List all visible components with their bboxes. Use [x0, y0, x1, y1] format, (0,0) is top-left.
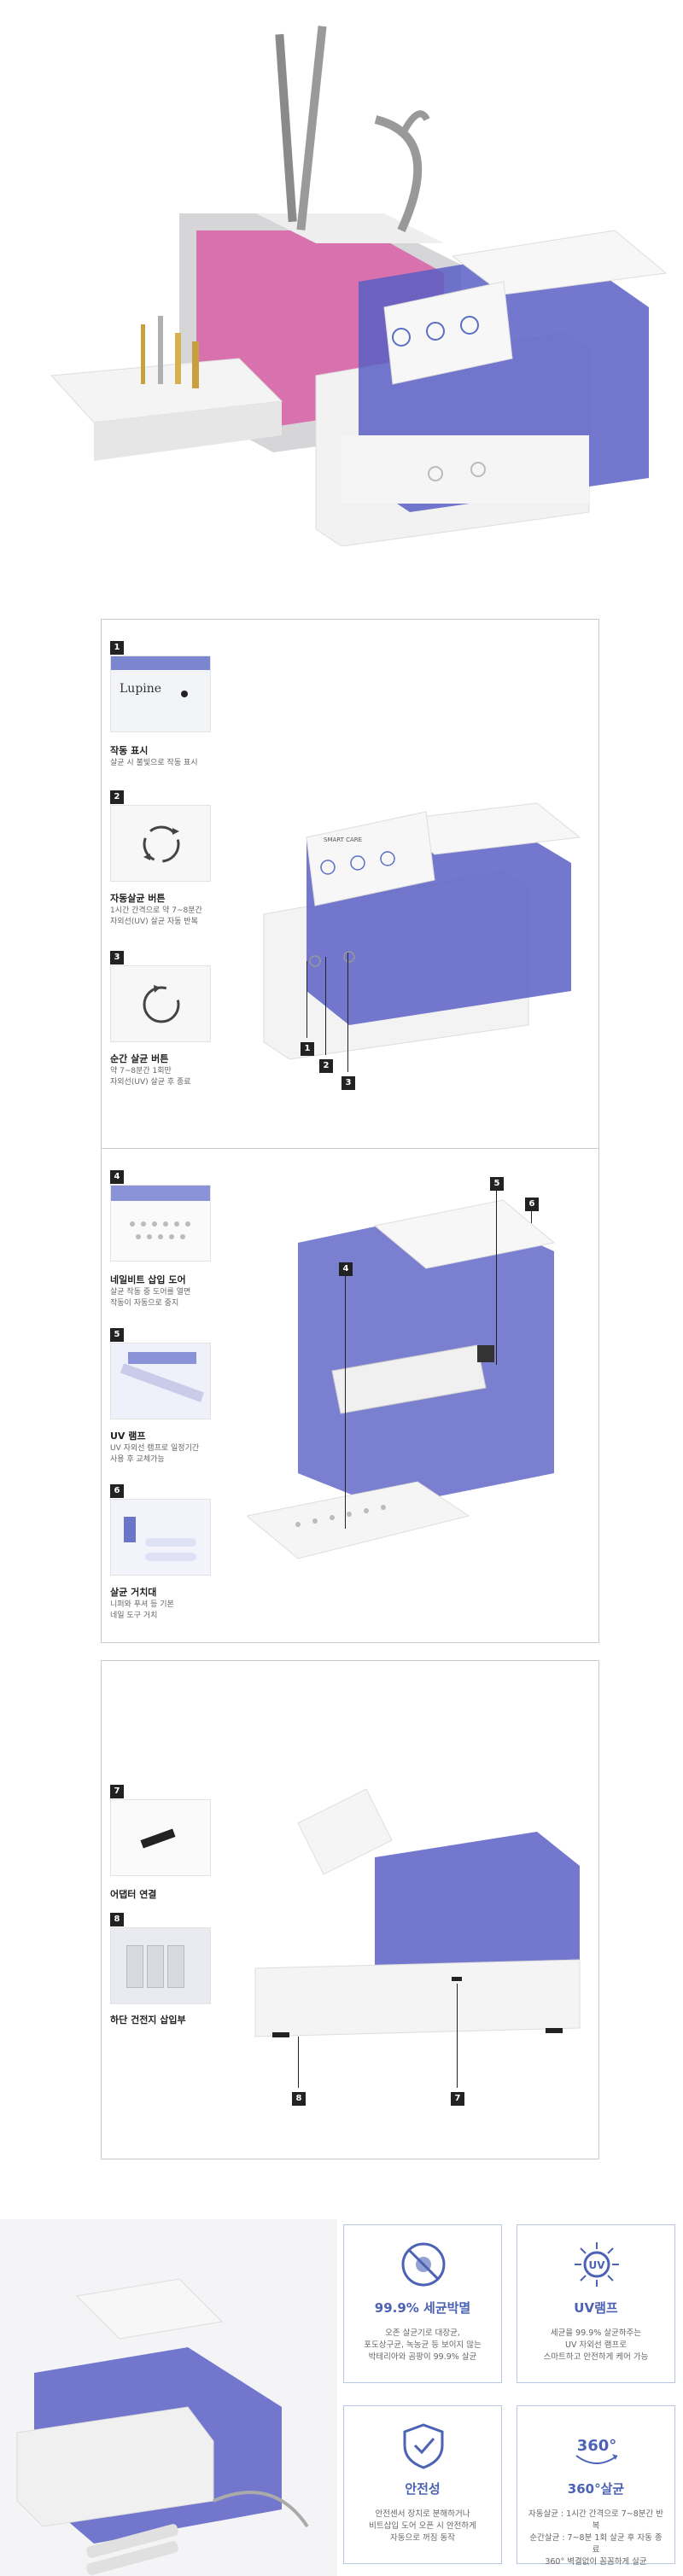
item-desc: 자외선(UV) 살균 자동 반복	[110, 918, 198, 926]
auto-sterilize-icon	[143, 825, 180, 863]
feature-title: 360°살균	[567, 2481, 625, 2497]
item-desc: 작동이 자동으로 중지	[110, 1299, 179, 1308]
feature-title: UV램프	[574, 2300, 618, 2316]
item-number: 3	[110, 951, 124, 965]
item-number: 4	[110, 1170, 124, 1184]
callout-line	[457, 1984, 458, 2088]
indicator-thumbnail: Lupine	[110, 656, 211, 732]
device-front-illustration: SMART CARE	[263, 802, 581, 1060]
uv-lamp-thumbnail	[110, 1343, 211, 1419]
indicator-led-icon	[181, 691, 188, 697]
feature-desc: 세균을 99.9% 살균하주는 UV 자외선 램프로 스마트하고 안전하게 케어…	[543, 2328, 649, 2362]
callout-number: 5	[490, 1177, 504, 1191]
item-number: 5	[110, 1328, 124, 1342]
feature-card-360: 360° 360°살균 자동살균 : 1시간 간격으로 7~8분간 반복 순간살…	[517, 2405, 675, 2567]
tool-holder-thumbnail	[110, 1499, 211, 1576]
item-title: 살균 거치대	[110, 1587, 157, 1598]
device-label: SMART CARE	[324, 836, 362, 843]
callout-number: 8	[292, 2092, 306, 2106]
callout-line	[347, 953, 348, 1072]
device-open-illustration	[247, 1199, 556, 1559]
callout-number: 6	[525, 1198, 539, 1211]
section-controls: 1 Lupine 작동 표시 살균 시 불빛으로 작동 표시 2 자동살균 버튼…	[101, 619, 599, 1169]
item-title: 어댑터 연결	[110, 1889, 157, 1900]
no-bacteria-icon	[401, 2242, 446, 2287]
360-icon: 360°	[575, 2437, 618, 2464]
section-rear: 7 어댑터 연결 8 하단 건전지 삽입부 8 7	[101, 1660, 599, 2159]
auto-button-thumbnail	[110, 805, 211, 882]
item-title: 순간 살균 버튼	[110, 1053, 169, 1064]
feature-title: 99.9% 세균박멸	[374, 2300, 471, 2316]
hero-product-image	[0, 0, 683, 547]
item-title: 작동 표시	[110, 745, 149, 756]
uv-sun-icon: UV	[575, 2242, 619, 2287]
callout-number: 4	[339, 1262, 353, 1276]
feature-card-safety: 안전성 안전센서 장치로 분해하거나 비트삽입 도어 오픈 시 안전하게 자동으…	[343, 2405, 502, 2564]
item-desc: 1시간 간격으로 약 7~8분간	[110, 906, 202, 915]
item-number: 2	[110, 790, 124, 804]
callout-line	[298, 2037, 299, 2088]
item-desc: 니퍼와 푸셔 등 기본	[110, 1600, 174, 1609]
callout-line	[345, 1273, 346, 1529]
item-number: 7	[110, 1785, 124, 1798]
hero-product-illustration	[50, 26, 668, 547]
item-title: UV 램프	[110, 1431, 146, 1442]
item-desc: UV 자외선 램프로 일정기간	[110, 1444, 200, 1453]
callout-number: 7	[451, 2092, 464, 2106]
item-desc: 네일 도구 거치	[110, 1611, 158, 1620]
item-desc: 약 7~8분간 1회만	[110, 1067, 172, 1075]
item-title: 네일비트 삽입 도어	[110, 1274, 186, 1285]
device-side-illustration	[254, 1788, 581, 2037]
feature-title: 안전성	[405, 2481, 441, 2497]
feature-card-uv: UV UV램프 세균을 99.9% 살균하주는 UV 자외선 램프로 스마트하고…	[517, 2224, 675, 2383]
feature-card-bacteria: 99.9% 세균박멸 오존 살균기로 대장균, 포도상구균, 녹농균 등 보이지…	[343, 2224, 502, 2383]
svg-text:UV: UV	[588, 2259, 605, 2271]
product-kit-photo	[0, 2219, 337, 2576]
battery-slot-thumbnail	[110, 1927, 211, 2004]
callout-number: 2	[319, 1059, 333, 1073]
blue-device	[315, 230, 668, 547]
feature-desc: 자동살균 : 1시간 간격으로 7~8분간 반복 순간살균 : 7~8분 1회 …	[528, 2509, 663, 2567]
item-number: 8	[110, 1913, 124, 1926]
features-section: 99.9% 세균박멸 오존 살균기로 대장균, 포도상구균, 녹농균 등 보이지…	[0, 2219, 683, 2576]
item-desc: 살균 시 불빛으로 작동 표시	[110, 759, 198, 767]
item-title: 자동살균 버튼	[110, 893, 166, 904]
item-desc: 사용 후 교체가능	[110, 1455, 165, 1464]
feature-desc: 안전센서 장치로 분해하거나 비트삽입 도어 오픈 시 안전하게 자동으로 꺼짐…	[369, 2509, 476, 2543]
item-desc: 자외선(UV) 살균 후 종료	[110, 1078, 191, 1087]
section-components: 4 네일비트 삽입 도어 살균 작동 중 도어를 열면 작동이 자동으로 중지 …	[101, 1148, 599, 1643]
callout-number: 1	[301, 1042, 314, 1056]
svg-text:360°: 360°	[577, 2437, 617, 2455]
item-title: 하단 건전지 삽입부	[110, 2014, 186, 2025]
item-number: 1	[110, 641, 124, 655]
callout-line	[531, 1202, 532, 1223]
shield-check-icon	[403, 2423, 444, 2469]
callout-number: 3	[342, 1076, 355, 1090]
instant-sterilize-icon	[143, 985, 180, 1023]
item-number: 6	[110, 1484, 124, 1498]
item-desc: 살균 작동 중 도어를 열면	[110, 1288, 191, 1297]
callout-line	[325, 957, 326, 1055]
adapter-port-thumbnail	[110, 1799, 211, 1876]
bit-holes-icon	[130, 1221, 190, 1239]
door-thumbnail	[110, 1185, 211, 1262]
callout-line	[306, 961, 307, 1038]
callout-line	[496, 1181, 497, 1365]
instant-button-thumbnail	[110, 965, 211, 1042]
feature-desc: 오존 살균기로 대장균, 포도상구균, 녹농균 등 보이지 않는 박테리아와 곰…	[364, 2328, 482, 2362]
brand-logo: Lupine	[120, 682, 162, 696]
